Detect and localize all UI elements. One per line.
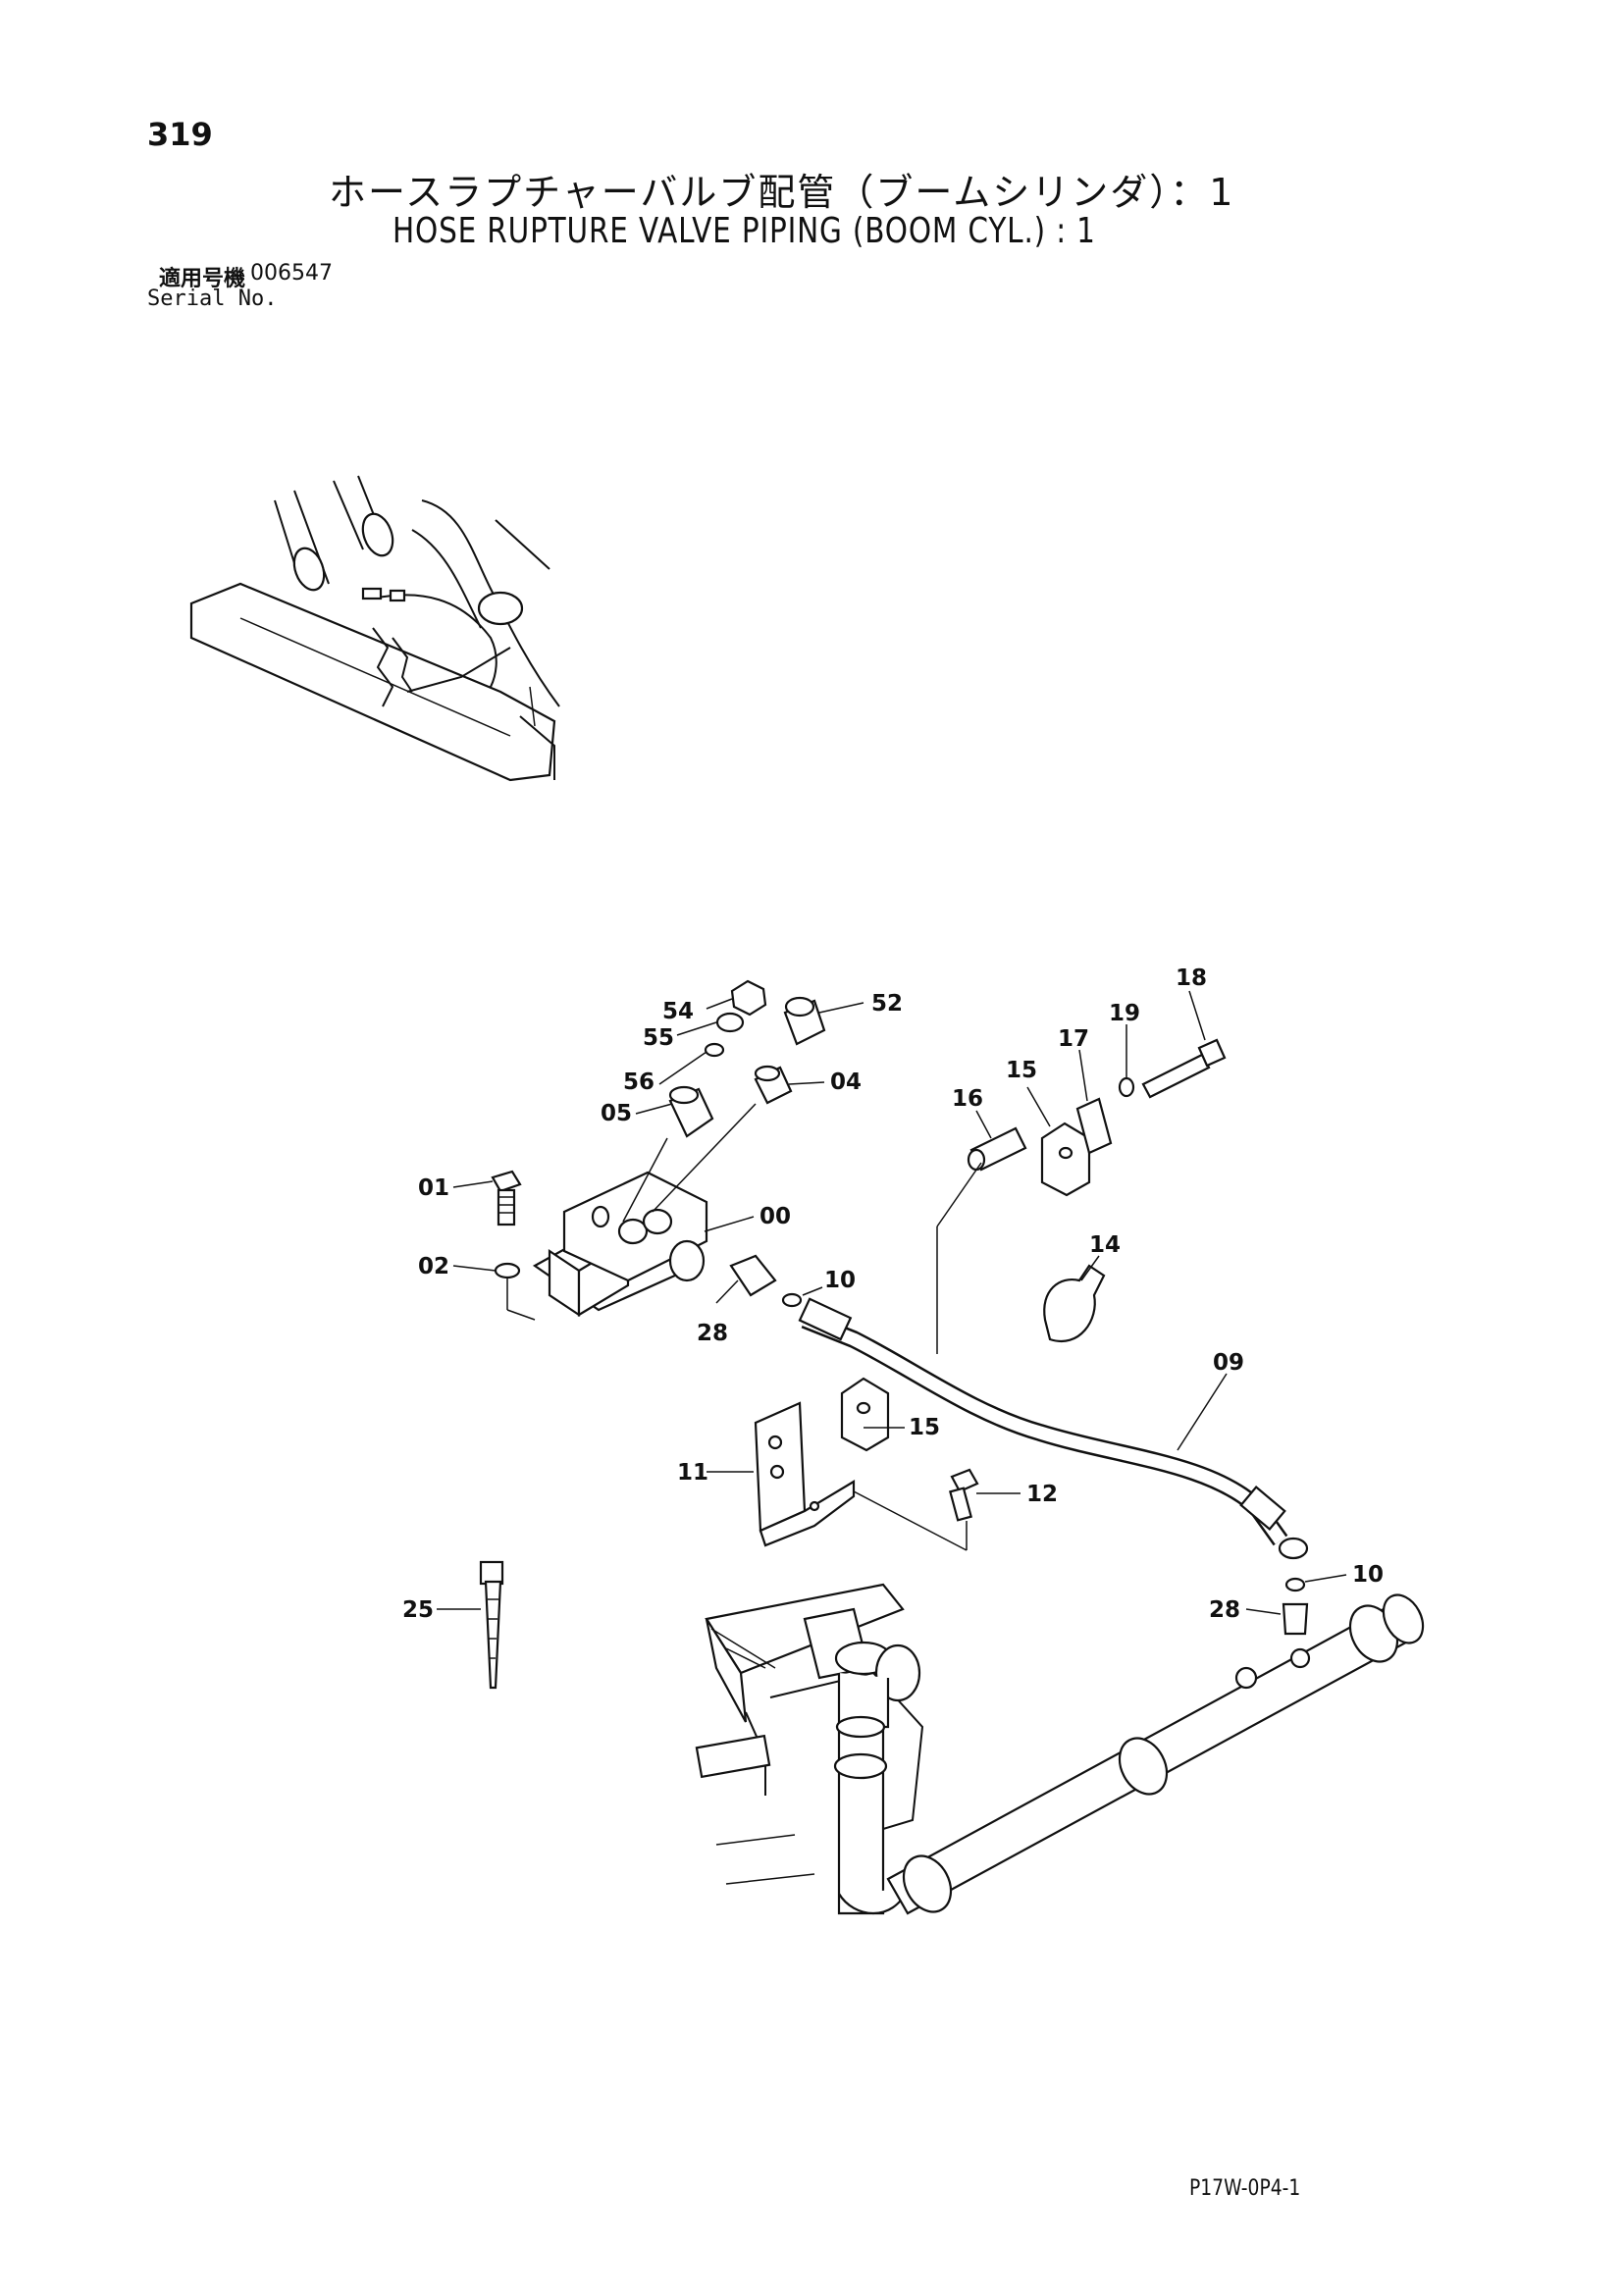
serial-label-english: Serial No.: [147, 287, 278, 311]
serial-number-value: 006547: [250, 261, 333, 286]
callout-10-upper: 10: [824, 1268, 856, 1293]
valve-assembly-drawing: [491, 979, 826, 1321]
callout-15-upper: 15: [1006, 1058, 1037, 1083]
callout-02: 02: [418, 1254, 449, 1279]
callout-09: 09: [1213, 1350, 1244, 1376]
callout-56: 56: [623, 1070, 654, 1095]
callout-14: 14: [1089, 1232, 1121, 1258]
callout-25: 25: [402, 1597, 434, 1623]
part-callouts: 54 55 56 52 04 05 01 02 00 28 10 16 15 1…: [402, 965, 1384, 1623]
callout-10-lower: 10: [1352, 1562, 1384, 1588]
callout-55: 55: [643, 1025, 674, 1051]
serial-label-japanese: 適用号機: [159, 267, 246, 291]
callout-00: 00: [759, 1204, 791, 1229]
title-japanese: ホースラプチャーバルブ配管（ブームシリンダ）：1: [329, 171, 1235, 214]
callout-18: 18: [1176, 965, 1207, 991]
callout-19: 19: [1109, 1001, 1140, 1026]
hose-and-clamps-drawing: [754, 1038, 1309, 1636]
callout-17: 17: [1058, 1026, 1089, 1052]
callout-52: 52: [871, 991, 903, 1017]
callout-15-lower: 15: [909, 1415, 940, 1440]
callout-05: 05: [601, 1101, 632, 1126]
callout-04: 04: [830, 1070, 862, 1095]
callout-28-upper: 28: [697, 1321, 728, 1346]
title-english: HOSE RUPTURE VALVE PIPING (BOOM CYL.) : …: [393, 211, 1096, 251]
callout-12: 12: [1026, 1482, 1058, 1507]
callout-28-lower: 28: [1209, 1597, 1240, 1623]
callout-11: 11: [677, 1460, 708, 1486]
document-code: P17W-0P4-1: [1189, 2176, 1301, 2201]
callout-54: 54: [662, 999, 694, 1024]
callout-01: 01: [418, 1175, 449, 1201]
location-inset-drawing: [189, 475, 560, 782]
boom-cylinder-piping-drawing: [695, 1583, 1425, 1915]
cable-tie-drawing: [479, 1560, 504, 1690]
page-number: 319: [147, 116, 213, 153]
callout-16: 16: [952, 1086, 983, 1112]
